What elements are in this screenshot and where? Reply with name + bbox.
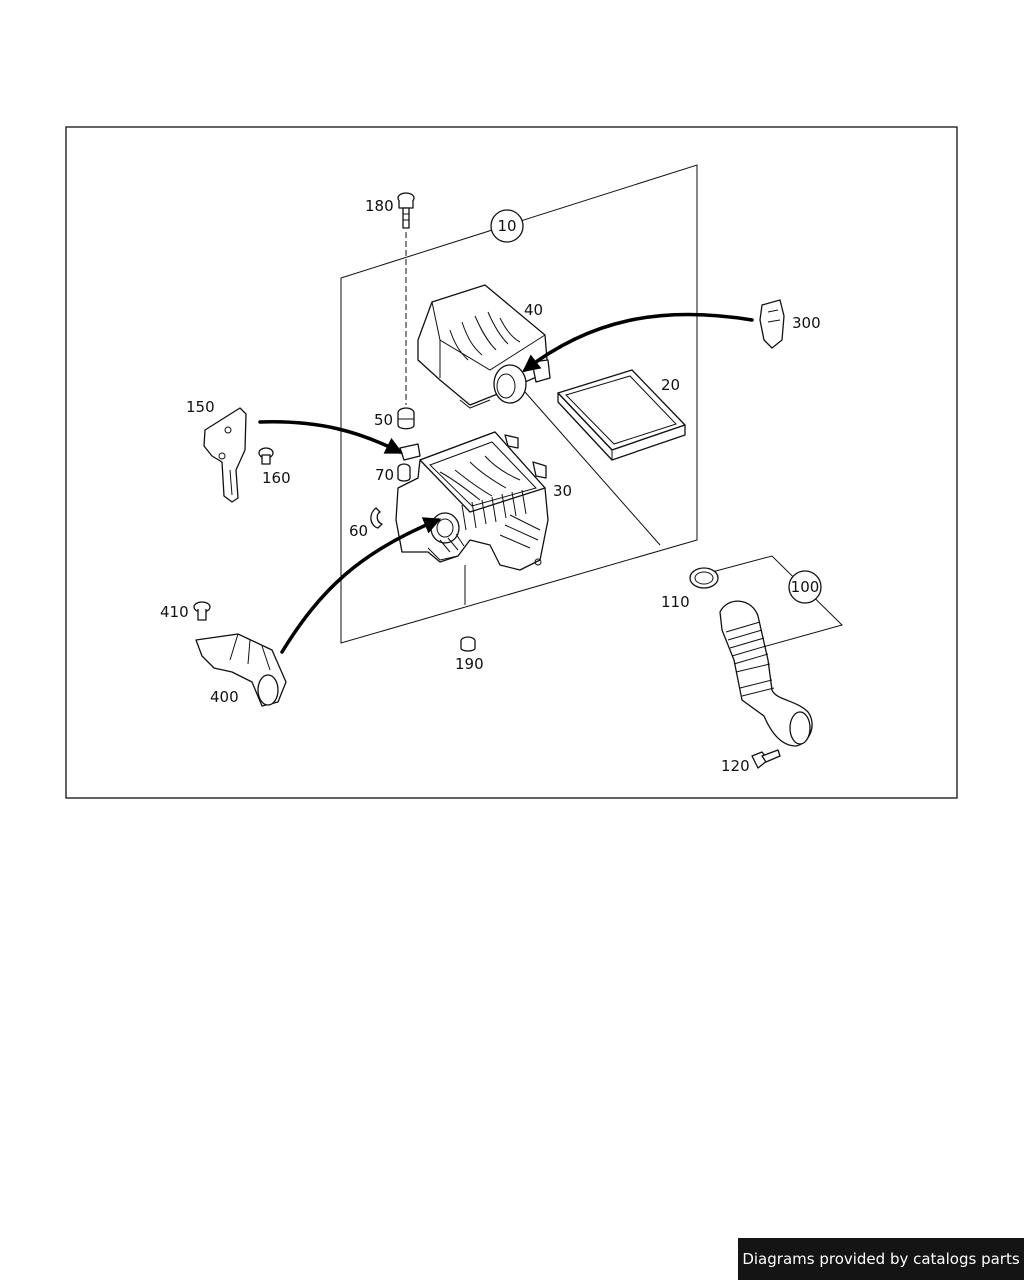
callout-10: 10 bbox=[497, 217, 516, 235]
callout-150: 150 bbox=[186, 398, 215, 416]
callout-300: 300 bbox=[792, 314, 821, 332]
callout-190: 190 bbox=[455, 655, 484, 673]
leader-40 bbox=[524, 391, 661, 546]
nut-190 bbox=[460, 636, 476, 652]
callout-110: 110 bbox=[661, 593, 690, 611]
bracket-150 bbox=[203, 407, 247, 503]
filter-housing-30 bbox=[395, 431, 549, 571]
callout-180: 180 bbox=[365, 197, 394, 215]
arrow-300-to-40 bbox=[522, 312, 754, 373]
screw-160 bbox=[258, 447, 274, 465]
filter-element-20 bbox=[557, 369, 686, 461]
filter-cover-40 bbox=[417, 284, 551, 409]
intake-duct-400 bbox=[195, 633, 287, 707]
callout-30: 30 bbox=[553, 482, 572, 500]
push-clip-410 bbox=[193, 601, 211, 621]
bolt-180 bbox=[397, 192, 415, 229]
arrow-150-to-30 bbox=[258, 420, 404, 454]
assembly-10-outline bbox=[340, 164, 698, 644]
callout-50: 50 bbox=[374, 411, 393, 429]
callout-160: 160 bbox=[262, 469, 291, 487]
bushing-70 bbox=[397, 463, 411, 482]
screw-120 bbox=[751, 749, 781, 769]
callout-circle-10 bbox=[490, 209, 524, 243]
callout-120: 120 bbox=[721, 757, 750, 775]
sensor-300 bbox=[759, 299, 785, 349]
clip-60 bbox=[370, 507, 383, 529]
footer-credit[interactable]: Diagrams provided by catalogs parts bbox=[738, 1238, 1024, 1280]
callout-60: 60 bbox=[349, 522, 368, 540]
intake-hose-100 bbox=[719, 600, 813, 747]
callout-410: 410 bbox=[160, 603, 189, 621]
callout-100: 100 bbox=[791, 578, 820, 596]
grommet-50 bbox=[397, 407, 415, 430]
callout-400: 400 bbox=[210, 688, 239, 706]
callout-circle-100 bbox=[788, 570, 822, 604]
callout-70: 70 bbox=[375, 466, 394, 484]
callout-40: 40 bbox=[524, 301, 543, 319]
callout-20: 20 bbox=[661, 376, 680, 394]
diagram-frame bbox=[65, 126, 958, 799]
arrow-400-to-30 bbox=[280, 517, 442, 654]
hose-clamp-110 bbox=[689, 567, 719, 589]
